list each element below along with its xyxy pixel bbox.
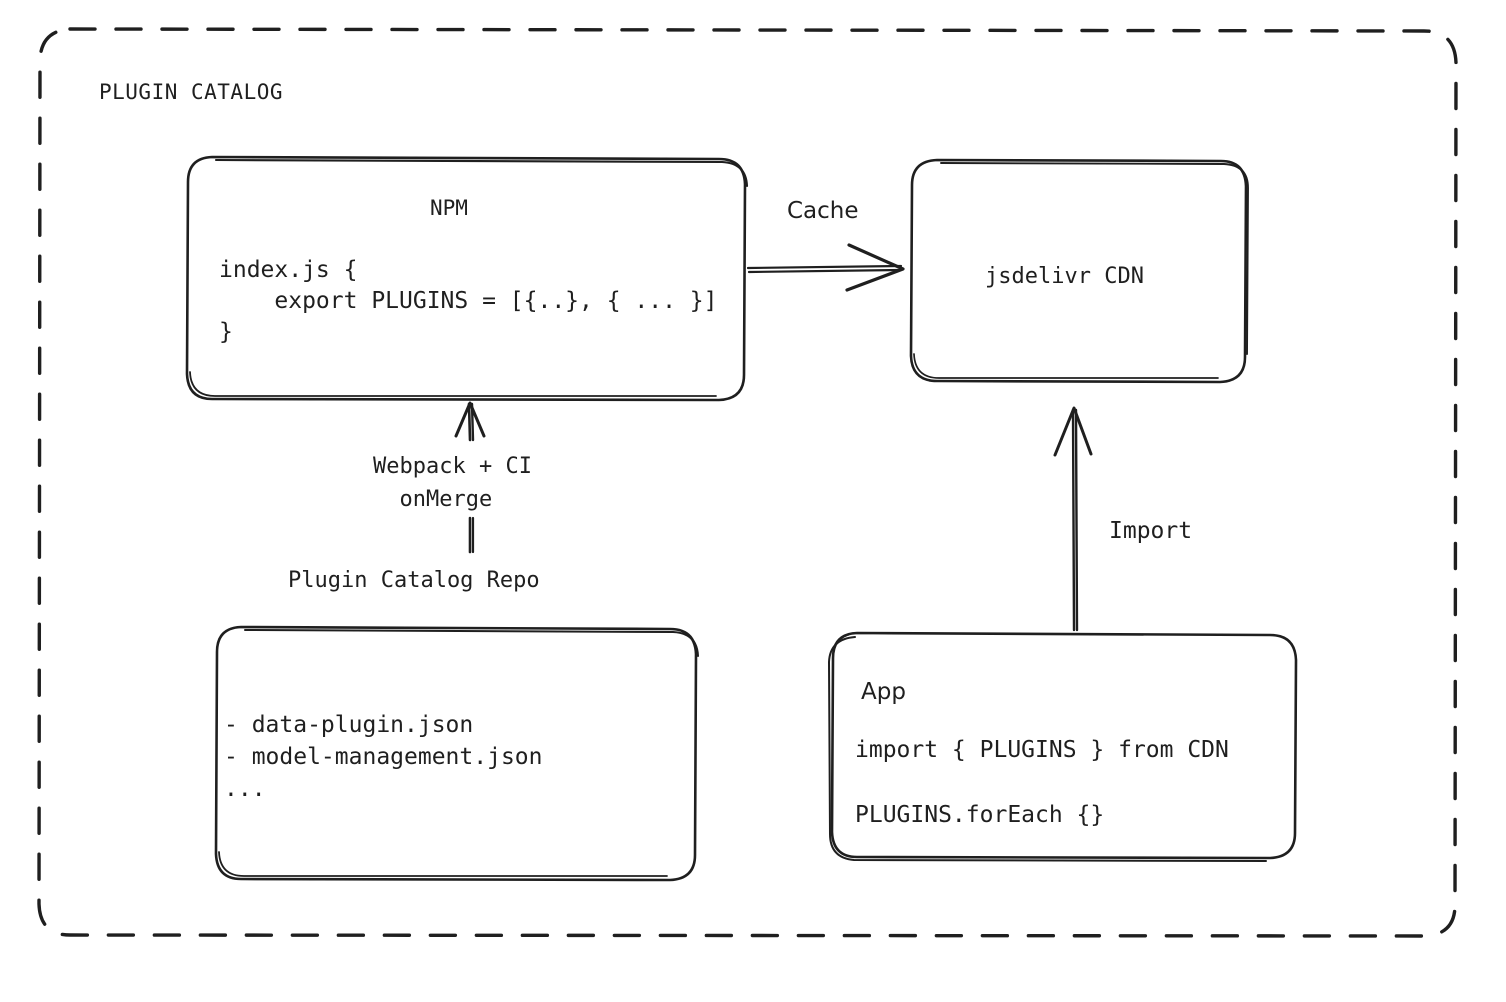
- edge-import: [1053, 406, 1093, 632]
- edge-label-import: Import: [1109, 518, 1193, 544]
- edge-label-build: Webpack + CI onMerge: [373, 454, 532, 512]
- cdn-node-title: jsdelivr CDN: [985, 264, 1144, 289]
- npm-node-code: index.js { export PLUGINS = [{..}, { ...…: [219, 257, 718, 345]
- npm-node-title: NPM: [430, 196, 468, 220]
- frame-title: PLUGIN CATALOG: [99, 80, 284, 104]
- edge-cache: [746, 243, 905, 292]
- repo-node-file-list: - data-plugin.json - model-management.js…: [224, 712, 543, 802]
- app-node-title: App: [861, 679, 906, 705]
- repo-node-title: Plugin Catalog Repo: [288, 568, 540, 593]
- app-node-code-import: import { PLUGINS } from CDN: [855, 737, 1229, 763]
- app-node-code-foreach: PLUGINS.forEach {}: [855, 802, 1105, 828]
- edge-label-cache: Cache: [787, 198, 859, 224]
